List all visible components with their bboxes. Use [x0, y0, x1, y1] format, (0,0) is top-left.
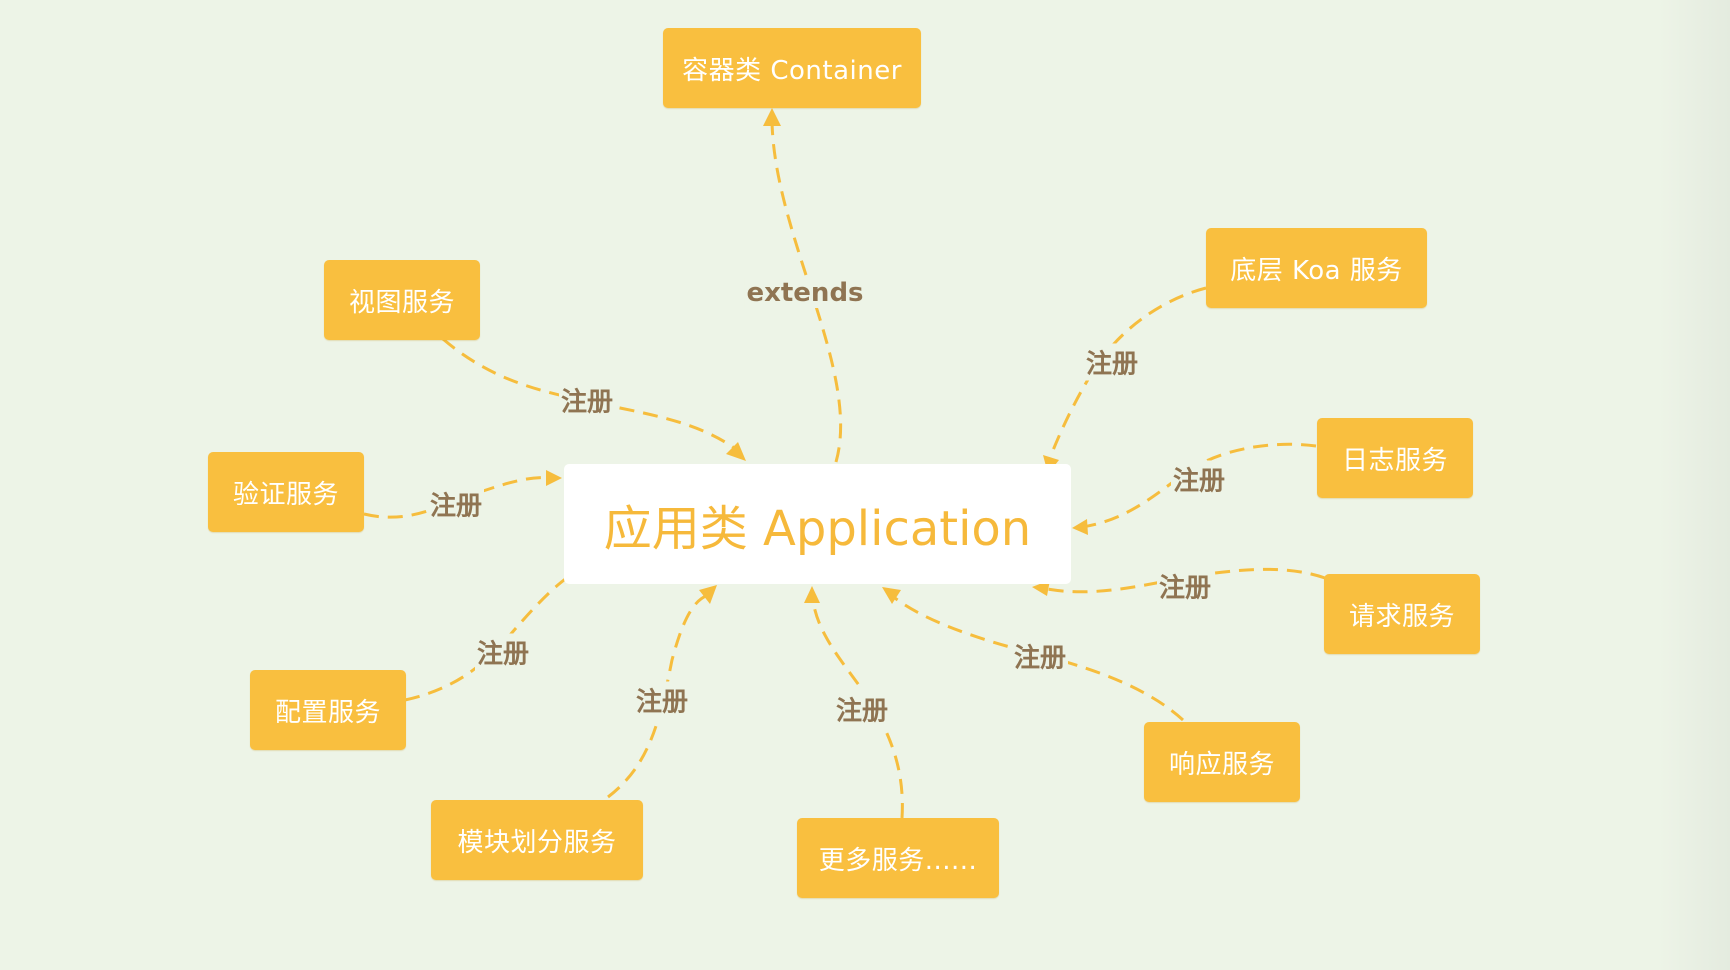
koa-service-node[interactable]: 底层 Koa 服务 — [1206, 228, 1427, 308]
edge-view-service — [442, 337, 741, 454]
request-service-label: 请求服务 — [1348, 601, 1455, 632]
arrow-from-request-service — [1032, 580, 1050, 596]
config-register-label: 注册 — [474, 633, 532, 671]
view-service-node[interactable]: 视图服务 — [324, 260, 480, 340]
arrow-from-response-service — [882, 587, 901, 604]
more-services-node[interactable]: 更多服务...... — [797, 818, 999, 898]
koa-service-label: 底层 Koa 服务 — [1230, 255, 1403, 286]
config-service-node[interactable]: 配置服务 — [250, 670, 406, 750]
validation-service-label: 验证服务 — [232, 479, 339, 510]
more-register-label: 注册 — [833, 690, 891, 728]
edge-more-services — [811, 599, 904, 819]
validation-service-node[interactable]: 验证服务 — [208, 452, 364, 532]
response-register-label: 注册 — [1011, 637, 1069, 675]
request-service-node[interactable]: 请求服务 — [1324, 574, 1480, 654]
application-label: 应用类 Application — [603, 501, 1032, 557]
module-register-label: 注册 — [633, 681, 691, 719]
module-service-node[interactable]: 模块划分服务 — [431, 800, 643, 880]
request-register-label: 注册 — [1156, 567, 1214, 605]
right-edge-shade — [1658, 0, 1730, 970]
container-label: 容器类 Container — [682, 55, 902, 86]
module-service-label: 模块划分服务 — [457, 827, 617, 858]
view-register-label: 注册 — [558, 381, 616, 419]
arrow-from-module-service — [699, 585, 717, 604]
log-service-node[interactable]: 日志服务 — [1317, 418, 1473, 498]
validation-register-label: 注册 — [427, 485, 485, 523]
arrow-from-view-service — [726, 442, 746, 461]
edge-module-service — [607, 593, 709, 799]
arrow-to-container — [763, 108, 781, 126]
log-service-label: 日志服务 — [1341, 445, 1448, 476]
more-services-label: 更多服务...... — [818, 845, 978, 876]
koa-register-label: 注册 — [1083, 343, 1141, 381]
log-register-label: 注册 — [1170, 460, 1228, 498]
response-service-node[interactable]: 响应服务 — [1144, 722, 1300, 802]
arrow-from-validation-service — [546, 470, 562, 486]
config-service-label: 配置服务 — [274, 697, 381, 728]
extends-label: extends — [744, 278, 866, 308]
edge-validation-service — [363, 476, 553, 519]
view-service-label: 视图服务 — [348, 287, 455, 318]
arrow-from-log-service — [1072, 519, 1088, 535]
application-node[interactable]: 应用类 Application — [564, 464, 1071, 584]
arrow-from-more-services — [804, 586, 820, 603]
response-service-label: 响应服务 — [1168, 749, 1275, 780]
container-node[interactable]: 容器类 Container — [663, 28, 921, 108]
